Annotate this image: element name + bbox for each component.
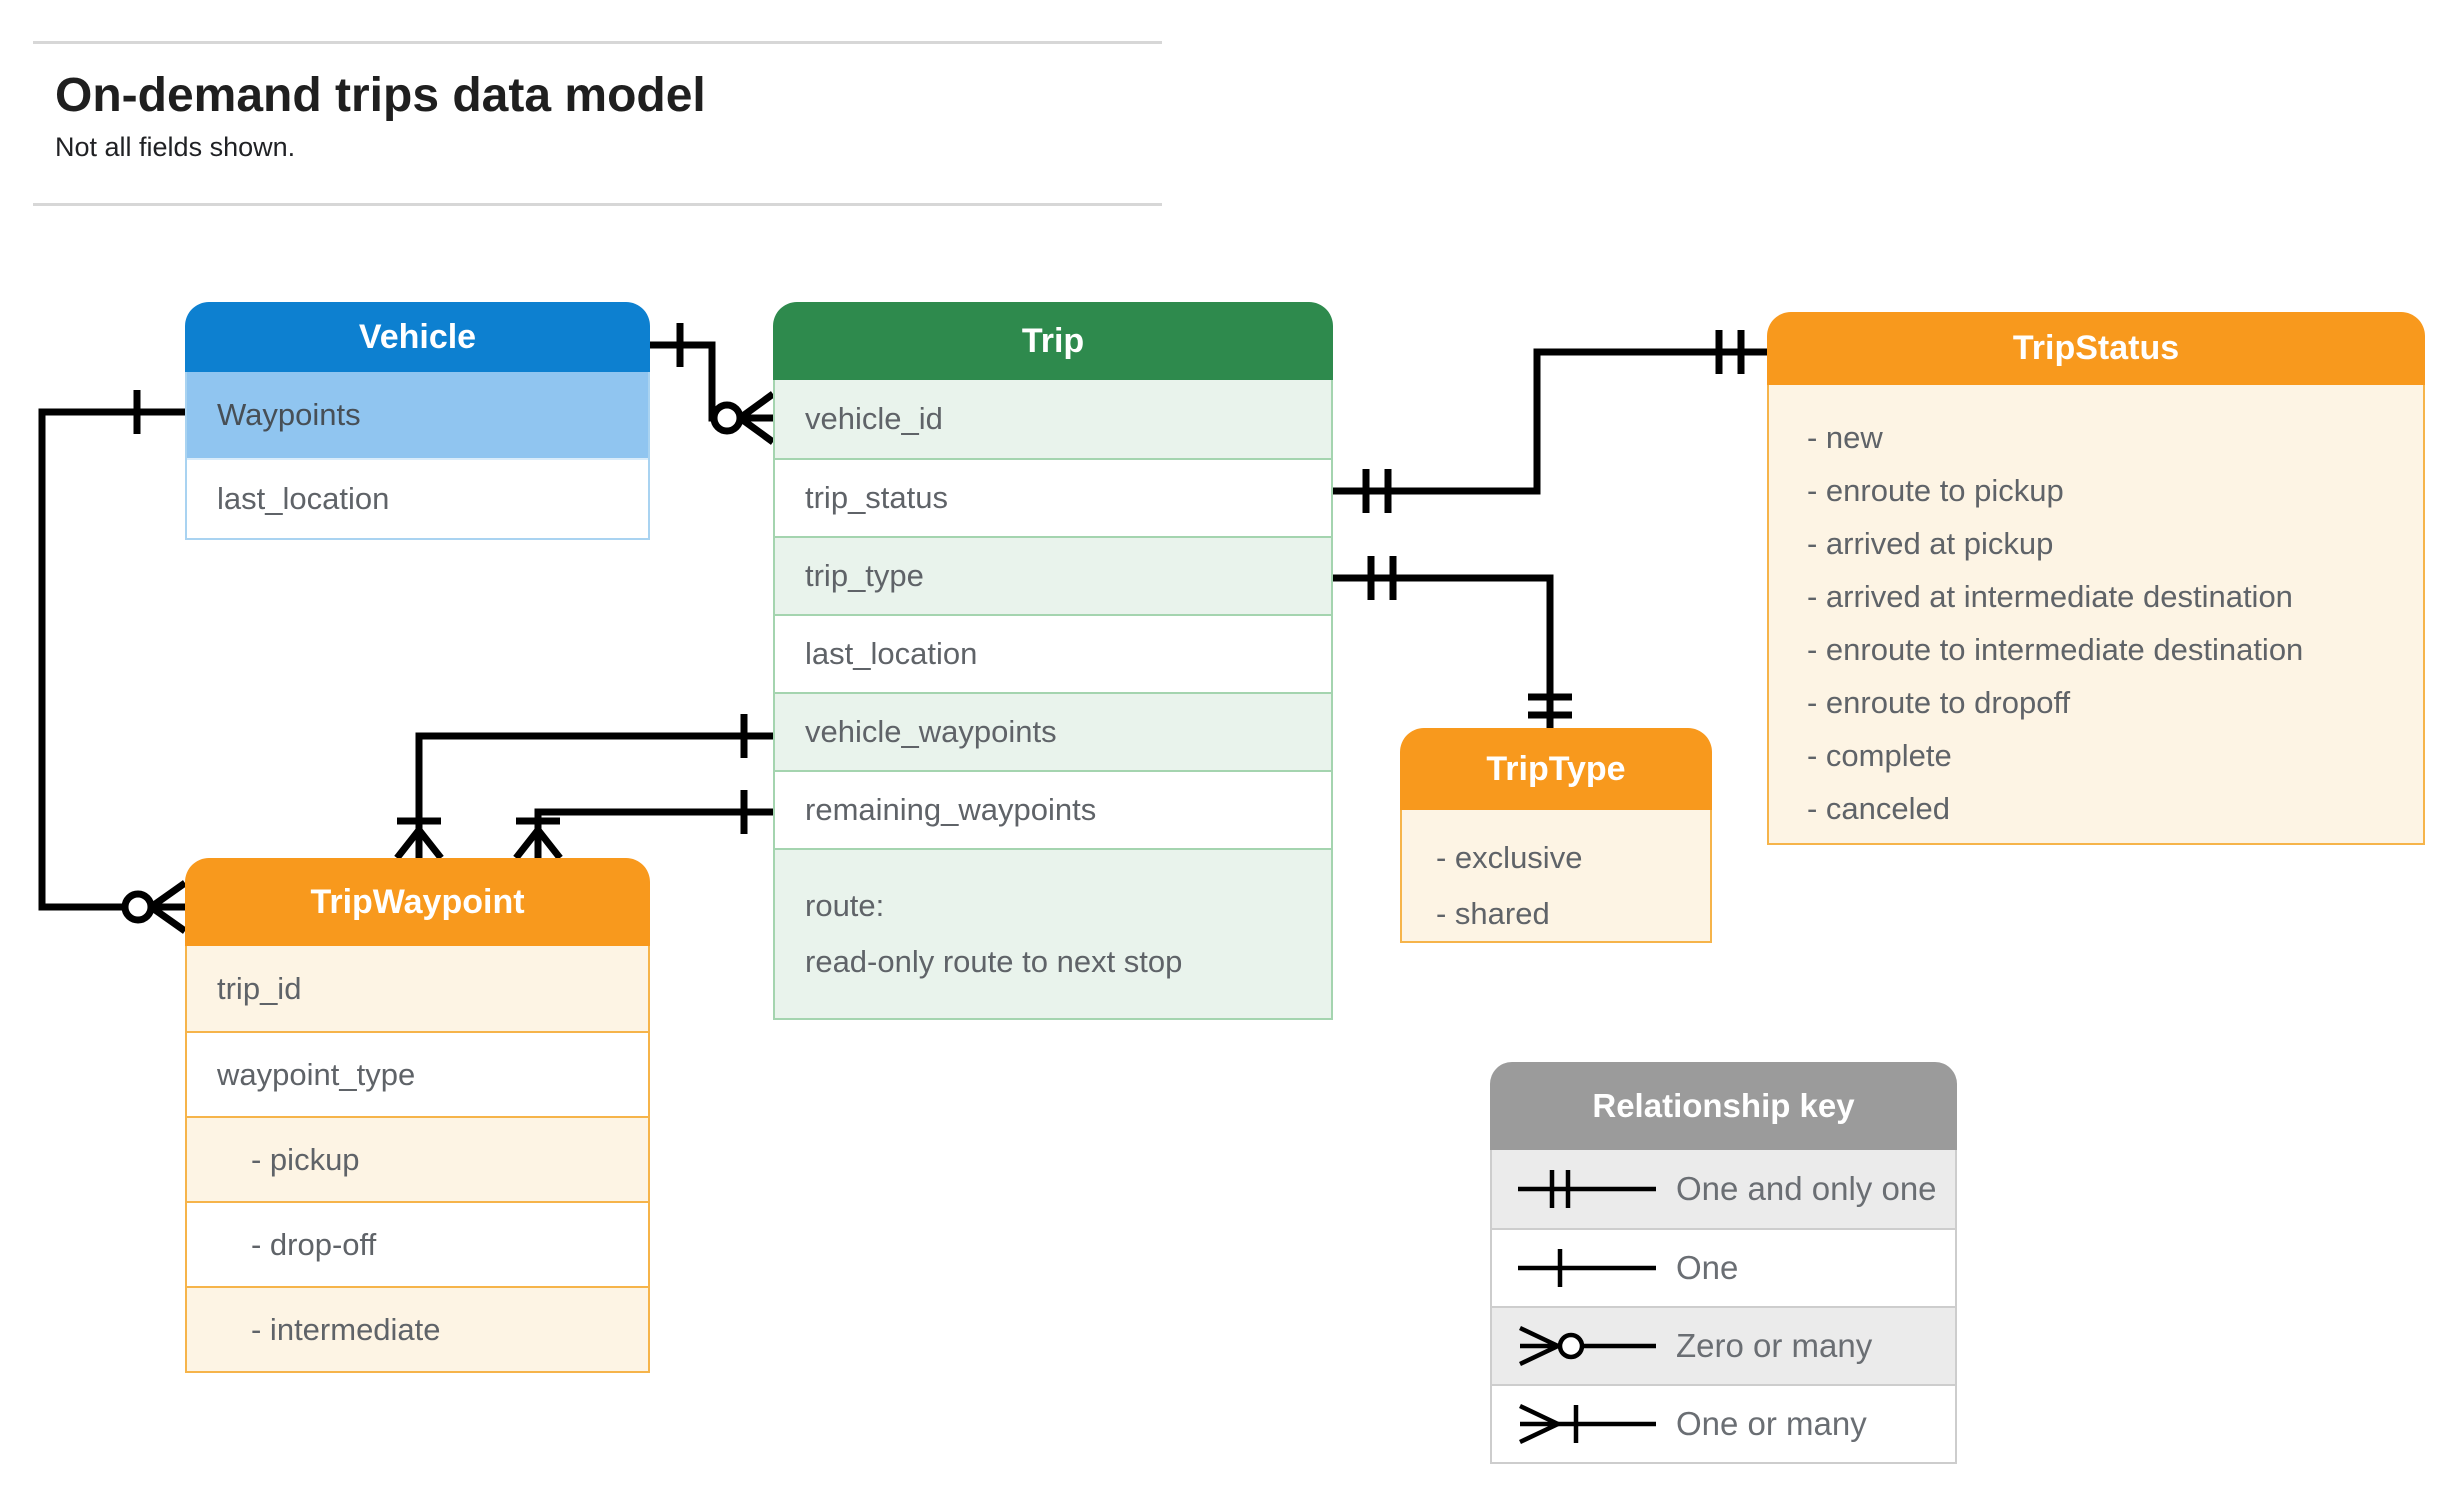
- enum-value: - exclusive: [1436, 840, 1583, 875]
- field-row-trip-status: trip_status: [775, 458, 1331, 536]
- one-and-only-one-icon: [1518, 1170, 1656, 1208]
- entity-trip-status: TripStatus - new - enroute to pickup - a…: [1767, 312, 2425, 845]
- enum-value: - arrived at pickup: [1807, 526, 2054, 561]
- legend-label: One or many: [1676, 1405, 1867, 1442]
- legend-label: One: [1676, 1249, 1739, 1286]
- connector-trip-vehicle-waypoints: [394, 714, 773, 861]
- route-field-name: route:: [805, 888, 885, 923]
- legend-row: One and only one: [1492, 1150, 1955, 1228]
- one-icon: [1518, 1249, 1656, 1287]
- field-row-trip-type: trip_type: [775, 536, 1331, 614]
- crow-foot-symbol: [148, 880, 188, 934]
- connector-vehicle-trip: [650, 323, 776, 445]
- legend-label: One and only one: [1676, 1170, 1937, 1207]
- entity-title-trip: Trip: [773, 302, 1333, 380]
- field-row-waypoint-type: waypoint_type: [187, 1031, 648, 1116]
- double-tick-symbol: [1715, 330, 1745, 374]
- entity-title-trip-type: TripType: [1400, 728, 1712, 810]
- entity-title-vehicle: Vehicle: [185, 302, 650, 372]
- legend-row: One: [1492, 1228, 1955, 1306]
- field-row-last-location: last_location: [775, 614, 1331, 692]
- enum-value: - enroute to dropoff: [1807, 685, 2071, 720]
- enum-value-drop-off: - drop-off: [187, 1201, 648, 1286]
- enum-value: - canceled: [1807, 791, 1951, 826]
- enum-value: - shared: [1436, 896, 1550, 931]
- double-tick-symbol: [1367, 556, 1397, 600]
- field-row-waypoints: Waypoints: [187, 372, 648, 458]
- route-field-description: read-only route to next stop: [805, 944, 1183, 979]
- one-or-many-icon: [1519, 1403, 1656, 1445]
- enum-value: - enroute to pickup: [1807, 473, 2064, 508]
- crow-foot-symbol: [513, 827, 563, 861]
- legend-label: Zero or many: [1676, 1327, 1873, 1364]
- entity-title-trip-waypoint: TripWaypoint: [185, 858, 650, 946]
- legend-body: One and only one One Zero or many: [1490, 1150, 1957, 1464]
- zero-circle-symbol: [121, 890, 155, 924]
- double-tick-symbol: [1362, 469, 1392, 513]
- entity-trip-waypoint: TripWaypoint trip_id waypoint_type - pic…: [185, 858, 650, 1373]
- connector-vehicle-tripwaypoint: [38, 390, 188, 934]
- entity-body-trip-type: - exclusive - shared: [1400, 810, 1712, 943]
- double-tick-symbol: [1528, 693, 1572, 719]
- field-row-vehicle-waypoints: vehicle_waypoints: [775, 692, 1331, 770]
- connector-trip-remaining-waypoints: [513, 790, 773, 861]
- field-row-last-location: last_location: [187, 458, 648, 538]
- entity-body-trip: vehicle_id trip_status trip_type last_lo…: [773, 380, 1333, 1020]
- entity-body-vehicle: Waypoints last_location: [185, 372, 650, 540]
- field-row-route: route: read-only route to next stop: [775, 848, 1331, 1018]
- connector-trip-tripstatus: [1333, 330, 1767, 513]
- field-row-trip-id: trip_id: [187, 946, 648, 1031]
- legend-title: Relationship key: [1490, 1062, 1957, 1150]
- legend-row: One or many: [1492, 1384, 1955, 1462]
- entity-vehicle: Vehicle Waypoints last_location: [185, 302, 650, 540]
- zero-circle-symbol: [710, 401, 744, 435]
- entity-body-trip-status: - new - enroute to pickup - arrived at p…: [1767, 385, 2425, 845]
- divider-line-bottom: [33, 203, 1162, 206]
- legend-row: Zero or many: [1492, 1306, 1955, 1384]
- crow-foot-symbol: [394, 827, 444, 861]
- enum-value: - enroute to intermediate destination: [1807, 632, 2304, 667]
- zero-or-many-icon: [1519, 1325, 1656, 1367]
- connector-trip-triptype: [1333, 556, 1572, 728]
- enum-value-pickup: - pickup: [187, 1116, 648, 1201]
- field-row-remaining-waypoints: remaining_waypoints: [775, 770, 1331, 848]
- page-subtitle: Not all fields shown.: [55, 132, 296, 162]
- enum-value: - arrived at intermediate destination: [1807, 579, 2293, 614]
- field-row-vehicle-id: vehicle_id: [775, 380, 1331, 458]
- entity-title-trip-status: TripStatus: [1767, 312, 2425, 385]
- crow-foot-symbol: [737, 391, 776, 445]
- divider-line-top: [33, 41, 1162, 44]
- entity-trip: Trip vehicle_id trip_status trip_type la…: [773, 302, 1333, 1020]
- page-title: On-demand trips data model: [55, 69, 706, 122]
- enum-value: - new: [1807, 420, 1883, 455]
- enum-value-intermediate: - intermediate: [187, 1286, 648, 1371]
- legend: Relationship key One and only one One: [1490, 1062, 1957, 1464]
- entity-body-trip-waypoint: trip_id waypoint_type - pickup - drop-of…: [185, 946, 650, 1373]
- entity-trip-type: TripType - exclusive - shared: [1400, 728, 1712, 943]
- enum-value: - complete: [1807, 738, 1952, 773]
